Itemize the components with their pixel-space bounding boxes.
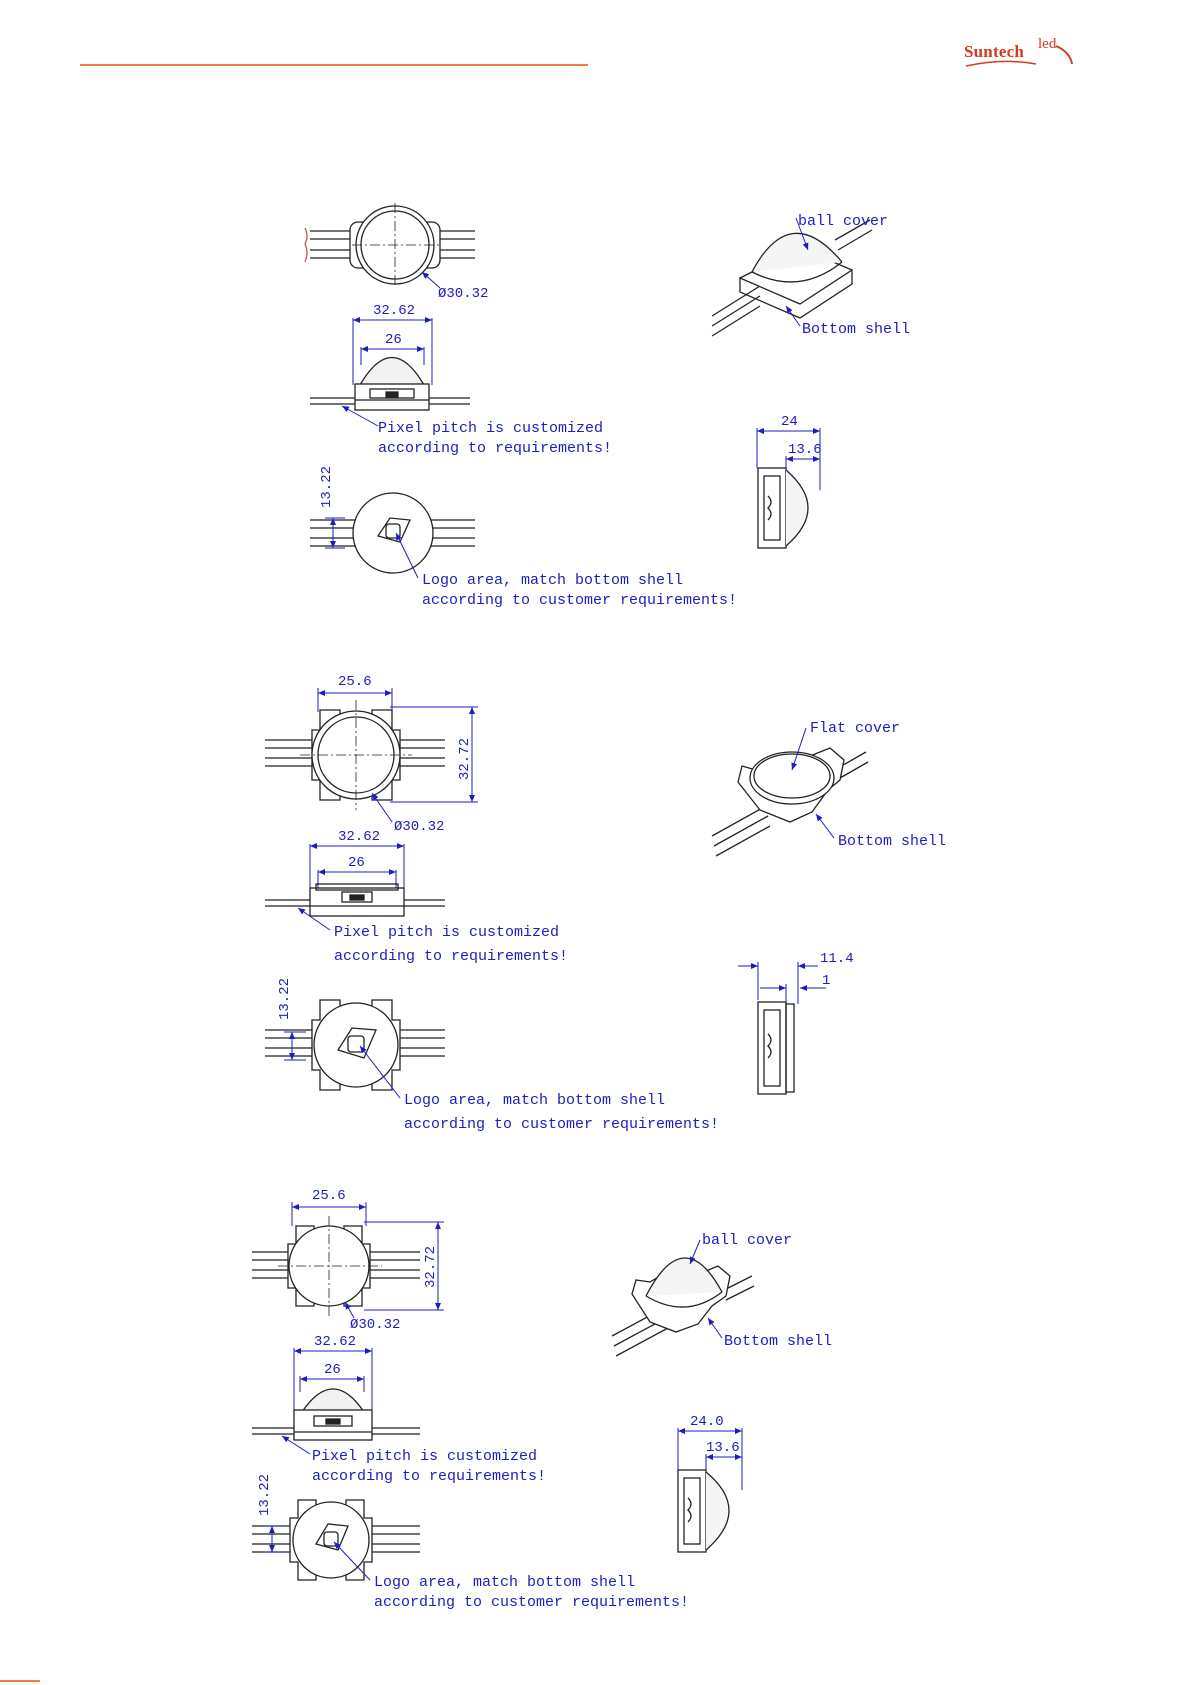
dim-diameter: Ø30.32 bbox=[350, 1317, 400, 1333]
isometric-view bbox=[711, 219, 873, 337]
dim-width-inner: 26 bbox=[385, 332, 402, 348]
dim-width-total: 32.62 bbox=[338, 829, 380, 845]
isometric-view bbox=[711, 747, 869, 857]
top-view bbox=[304, 203, 475, 287]
label-shell: Bottom shell bbox=[838, 833, 946, 850]
diagram-flat-wide: 25.6 32.72 Ø30.32 32.62 26 bbox=[265, 674, 946, 1133]
note-logo-line1: Logo area, match bottom shell bbox=[404, 1092, 665, 1109]
dim-side-total: 24 bbox=[781, 414, 798, 430]
side-view bbox=[677, 1469, 730, 1553]
dim-top-width: 25.6 bbox=[338, 674, 372, 690]
header-rule bbox=[80, 64, 588, 66]
note-pitch-line2: according to requirements! bbox=[334, 948, 568, 965]
label-cover: Flat cover bbox=[810, 720, 900, 737]
brand-sup: led bbox=[1038, 36, 1057, 52]
label-shell: Bottom shell bbox=[724, 1333, 832, 1350]
dim-diameter: Ø30.32 bbox=[438, 286, 488, 302]
dim-side-cover: 13.6 bbox=[706, 1440, 740, 1456]
dim-diameter: Ø30.32 bbox=[394, 819, 444, 835]
dim-width-inner: 26 bbox=[348, 855, 365, 871]
note-pitch-line1: Pixel pitch is customized bbox=[378, 420, 603, 437]
note-logo-line2: according to customer requirements! bbox=[422, 592, 737, 609]
logo-swoosh-icon bbox=[965, 45, 1073, 67]
dim-top-width: 25.6 bbox=[312, 1188, 346, 1204]
top-view bbox=[252, 1216, 420, 1316]
isometric-view bbox=[611, 1257, 755, 1357]
front-view bbox=[310, 357, 470, 411]
note-pitch-line1: Pixel pitch is customized bbox=[334, 924, 559, 941]
note-pitch-line2: according to requirements! bbox=[378, 440, 612, 457]
note-logo-line1: Logo area, match bottom shell bbox=[422, 572, 683, 589]
brand-name: Suntech bbox=[964, 42, 1024, 61]
dim-side-total: 24.0 bbox=[690, 1414, 724, 1430]
note-pitch-line1: Pixel pitch is customized bbox=[312, 1448, 537, 1465]
label-cover: ball cover bbox=[702, 1232, 792, 1249]
dim-height-offset: 13.22 bbox=[257, 1474, 273, 1516]
dim-width-total: 32.62 bbox=[373, 303, 415, 319]
dim-width-total: 32.62 bbox=[314, 1334, 356, 1350]
note-logo-line2: according to customer requirements! bbox=[374, 1594, 689, 1611]
label-shell: Bottom shell bbox=[802, 321, 910, 338]
side-view bbox=[757, 467, 809, 549]
label-cover: ball cover bbox=[798, 213, 888, 230]
note-logo-line2: according to customer requirements! bbox=[404, 1116, 719, 1133]
bottom-view bbox=[310, 492, 475, 574]
dim-side-cover: 1 bbox=[822, 973, 830, 989]
dim-width-inner: 26 bbox=[324, 1362, 341, 1378]
footer-rule bbox=[0, 1680, 40, 1682]
front-view bbox=[252, 1388, 420, 1441]
dim-height-offset: 13.22 bbox=[277, 978, 293, 1020]
side-view bbox=[757, 1001, 795, 1095]
note-pitch-line2: according to requirements! bbox=[312, 1468, 546, 1485]
note-logo-line1: Logo area, match bottom shell bbox=[374, 1574, 635, 1591]
diagram-ball-standard: Ø30.32 32.62 26 Pixel pitch is customize… bbox=[304, 203, 910, 609]
bottom-view bbox=[265, 999, 445, 1091]
dim-height-offset: 13.22 bbox=[319, 466, 335, 508]
dim-top-height: 32.72 bbox=[457, 738, 473, 780]
brand-logo: Suntech led bbox=[964, 36, 1074, 70]
dim-side-total: 11.4 bbox=[820, 951, 854, 967]
dim-side-cover: 13.6 bbox=[788, 442, 822, 458]
front-view bbox=[265, 883, 445, 917]
top-view bbox=[265, 700, 445, 810]
bottom-view bbox=[252, 1499, 420, 1581]
dim-top-height: 32.72 bbox=[423, 1246, 439, 1288]
diagram-ball-wide: 25.6 32.72 Ø30.32 32.62 26 bbox=[252, 1188, 832, 1611]
